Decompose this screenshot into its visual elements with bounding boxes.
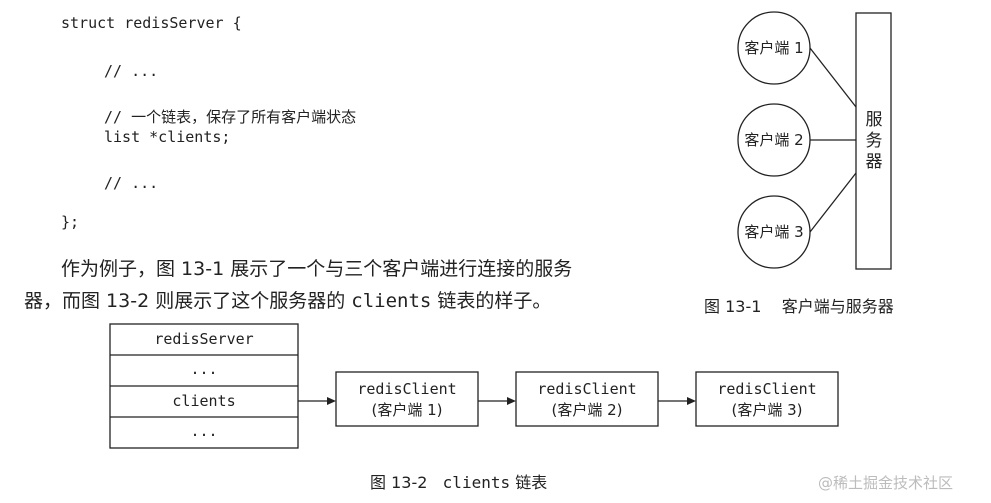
client-node-2-name: redisClient (537, 380, 636, 398)
client-circle-2 (737, 103, 811, 177)
caption-code: clients (442, 473, 511, 492)
arrow-head-2 (507, 397, 516, 405)
code-line-comment-2: // 一个链表，保存了所有客户端状态 (104, 108, 357, 126)
caption-prefix: 图 13-2 (370, 473, 443, 492)
client-circle-3 (737, 195, 811, 269)
struct-field-clients: clients (172, 392, 235, 410)
client-node-1-name: redisClient (357, 380, 456, 398)
client-node-3 (695, 371, 839, 427)
client-node-3-name: redisClient (717, 380, 816, 398)
client-label-2: 客户端 2 (744, 131, 803, 149)
client-circle-1 (737, 11, 811, 85)
code-line-close: }; (61, 213, 80, 231)
client-label-1: 客户端 1 (744, 39, 803, 57)
connector-line-3 (809, 172, 857, 233)
server-label: 服务器 (866, 110, 883, 172)
paragraph-text-end: 链表的样子。 (431, 290, 552, 312)
caption-suffix: 链表 (510, 473, 548, 492)
connector-line-1 (809, 47, 857, 108)
struct-field-ellipsis-2: ... (190, 422, 217, 440)
figure-13-1-caption: 图 13-1 客户端与服务器 (704, 297, 894, 316)
code-line-clients: list *clients; (104, 128, 231, 146)
struct-field-ellipsis-1: ... (190, 360, 217, 378)
watermark: @稀土掘金技术社区 (818, 474, 954, 492)
server-box (855, 12, 892, 270)
client-node-1 (335, 371, 479, 427)
code-line-struct: struct redisServer { (61, 14, 242, 32)
code-line-comment-1: // ... (104, 62, 159, 80)
figure-13-2-caption: 图 13-2 clients 链表 (370, 469, 547, 493)
client-node-2-label: (客户端 2) (551, 401, 622, 419)
paragraph-line-2: 器，而图 13-2 则展示了这个服务器的 clients 链表的样子。 (24, 286, 551, 313)
figure-13-2: redisServer ... clients ... redisClient … (109, 323, 839, 449)
struct-field-name: redisServer (154, 330, 253, 348)
paragraph-text: 器，而图 13-2 则展示了这个服务器的 (24, 290, 352, 312)
code-line-comment-3: // ... (104, 174, 159, 192)
client-node-3-label: (客户端 3) (731, 401, 802, 419)
client-node-1-label: (客户端 1) (371, 401, 442, 419)
figure-13-1: 客户端 1 客户端 2 客户端 3 服务器 (737, 11, 892, 270)
client-label-3: 客户端 3 (744, 223, 803, 241)
arrow-head-3 (687, 397, 696, 405)
arrow-head-1 (327, 397, 336, 405)
client-node-2 (515, 371, 659, 427)
paragraph-line-1: 作为例子，图 13-1 展示了一个与三个客户端进行连接的服务 (61, 258, 573, 280)
paragraph-code: clients (351, 290, 432, 312)
